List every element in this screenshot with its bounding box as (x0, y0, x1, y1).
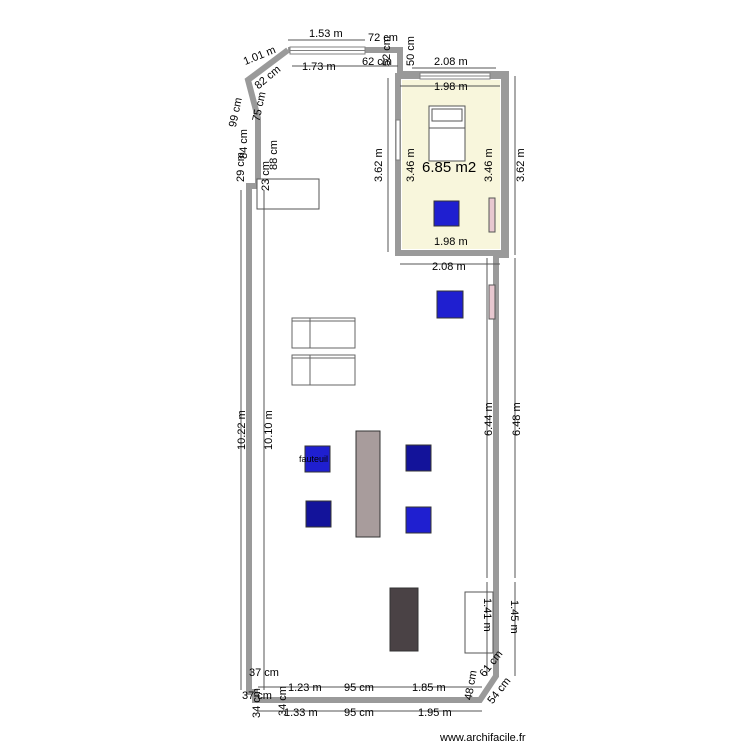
blue-stool-room (433, 200, 460, 227)
dim-room-top-inner: 1.98 m (434, 81, 468, 93)
dim-room-right-inner: 3.46 m (483, 148, 495, 182)
blue-stool-1 (436, 290, 464, 319)
dim-left-inner-23: 23 cm (260, 161, 272, 191)
dim-bottom-inner-185: 1.85 m (412, 682, 446, 694)
furniture (256, 105, 496, 654)
armchair-top (291, 317, 356, 349)
dim-bottom-inner-123: 1.23 m (288, 682, 322, 694)
dim-room-top-outer: 2.08 m (434, 56, 468, 68)
dim-vert-52: 52 cm (381, 36, 393, 66)
dim-top-inner-62: 62 cm (362, 56, 392, 68)
dim-main-right-outer: 6.48 m (511, 402, 523, 436)
dark-cabinet (389, 587, 419, 652)
dim-main-left-outer: 10.22 m (236, 410, 248, 450)
dim-left-outer-84: 84 cm (238, 129, 250, 159)
blue-stool-4 (305, 500, 332, 528)
fauteuil-label: fauteuil (299, 454, 328, 464)
dim-bl-37b: 37 cm (242, 690, 272, 702)
blue-stool-5 (405, 506, 432, 534)
shelf-unit (464, 591, 494, 654)
dim-room-right-outer: 3.62 m (515, 148, 527, 182)
dim-top-window-outer: 1.53 m (309, 28, 343, 40)
bed (428, 105, 466, 162)
dim-room-left-outer: 3.62 m (373, 148, 385, 182)
dim-bl-34: 34 cm (277, 686, 289, 716)
radiator-room (488, 197, 496, 233)
room-window (419, 72, 491, 80)
dim-room-left-inner: 3.46 m (405, 148, 417, 182)
dim-vert-50: 50 cm (405, 36, 417, 66)
room-left-window (395, 119, 401, 161)
dim-bl-37: 37 cm (249, 667, 279, 679)
dim-bottom-outer-195: 1.95 m (418, 707, 452, 719)
dim-top-window-inner: 1.73 m (302, 61, 336, 73)
long-table (355, 430, 381, 538)
dim-main-right-inner: 6.44 m (483, 402, 495, 436)
dim-top-outer-72: 72 cm (368, 32, 398, 44)
armchair-bottom (291, 354, 356, 386)
dim-room-bottom-outer: 2.08 m (432, 261, 466, 273)
dimension-lines (240, 39, 516, 712)
dim-bottom-outer-133: 1.33 m (284, 707, 318, 719)
dim-corner-48: 48 cm (463, 669, 480, 701)
room-area-label: 6.85 m2 (422, 159, 476, 176)
dim-bottom-outer-95: 95 cm (344, 707, 374, 719)
dim-lower-right-outer: 1.45 m (508, 600, 520, 634)
watermark[interactable]: www.archifacile.fr (439, 732, 526, 744)
dim-left-outer-29: 29 cm (235, 152, 247, 182)
dim-lower-right-inner: 1.41 m (481, 598, 493, 632)
cabinet (256, 178, 320, 210)
dim-main-left-inner: 10.10 m (263, 410, 275, 450)
dim-left-outer-99: 99 cm (227, 97, 245, 129)
blue-stool-2 (304, 445, 331, 473)
dim-left-inner-88: 88 cm (268, 140, 280, 170)
radiator-main (488, 284, 496, 320)
dim-bottom-inner-95: 95 cm (344, 682, 374, 694)
dimension-labels: 1.53 m 72 cm 1.73 m 62 cm 1.01 m 82 cm 9… (227, 28, 527, 719)
top-window (289, 46, 366, 55)
dim-room-bottom-inner: 1.98 m (434, 236, 468, 248)
blue-stool-3 (405, 444, 432, 472)
dim-bl-34b: 34 cm (251, 688, 263, 718)
